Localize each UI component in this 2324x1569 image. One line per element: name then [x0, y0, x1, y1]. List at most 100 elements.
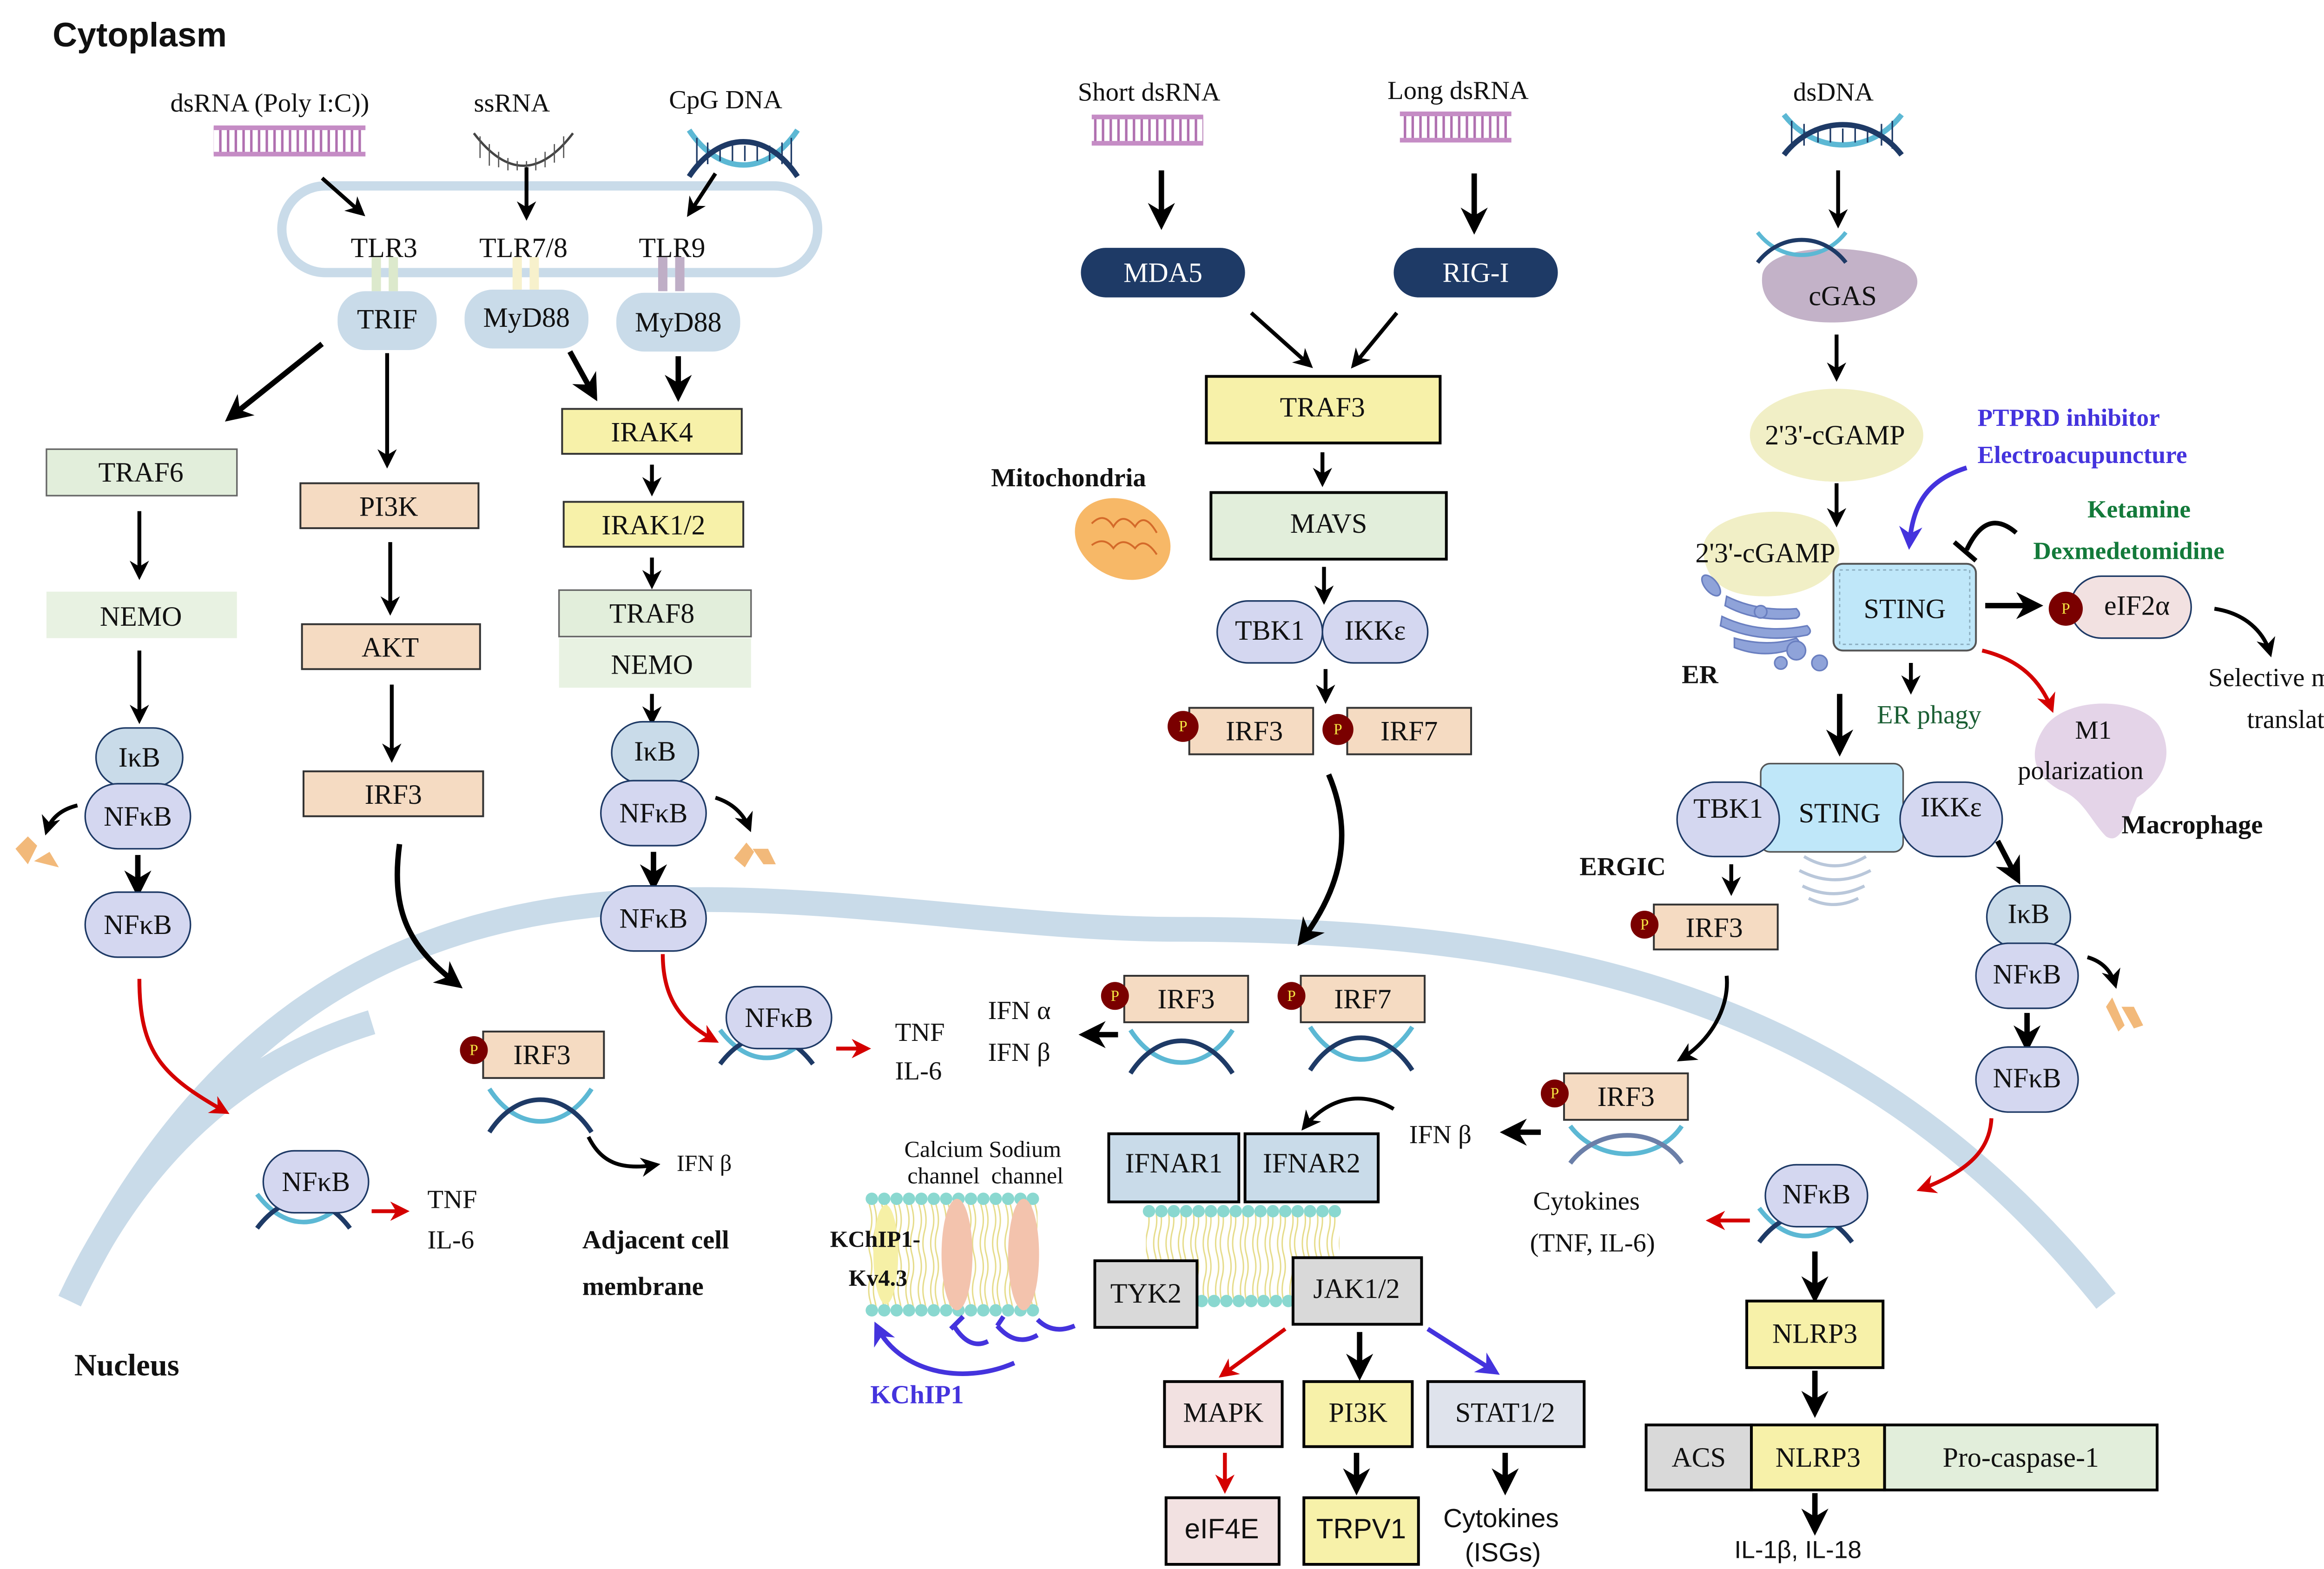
svg-text:TRPV1: TRPV1 — [1316, 1513, 1406, 1544]
cgamp-node-1[interactable]: 2'3'-cGAMP — [1750, 389, 1923, 482]
nfkb-node-2b[interactable]: NFκB — [600, 885, 707, 952]
ergic-label: ERGIC — [1579, 852, 1666, 881]
traf3-node[interactable]: TRAF3 — [1205, 375, 1442, 444]
svg-text:P: P — [469, 1041, 478, 1059]
ikke-node-1[interactable]: IKKε — [1321, 600, 1429, 664]
nfkb-node-3b[interactable]: NFκB — [1975, 1046, 2079, 1113]
ikb-node-1[interactable]: IκB — [95, 727, 184, 788]
dna-icon-nucleus-6 — [1568, 1125, 1684, 1165]
traf6-node[interactable]: TRAF6 — [46, 448, 238, 497]
er-icon — [1701, 574, 1828, 672]
ikb-node-2[interactable]: IκB — [611, 721, 700, 785]
irak12-node[interactable]: IRAK1/2 — [562, 501, 745, 548]
stat12-node[interactable]: STAT1/2 — [1426, 1380, 1586, 1448]
svg-text:IRF7: IRF7 — [1334, 984, 1391, 1014]
nfkb-node-2a[interactable]: NFκB — [600, 780, 707, 847]
nlrp3-node[interactable]: NLRP3 — [1745, 1299, 1885, 1369]
irf3-nucleus-left[interactable]: IRF3 P — [460, 1030, 605, 1079]
irf3-node-ergic[interactable]: IRF3 P — [1631, 903, 1779, 951]
svg-text:NFκB: NFκB — [1783, 1179, 1851, 1210]
svg-text:cGAS: cGAS — [1809, 280, 1877, 311]
activation-arrow — [1899, 465, 1967, 550]
rig-i-node[interactable]: RIG-I — [1393, 248, 1558, 298]
tlr78-label: TLR7/8 — [479, 232, 568, 263]
inflammasome-complex[interactable]: ACS NLRP3 Pro-caspase-1 — [1644, 1423, 2159, 1492]
svg-text:MyD88: MyD88 — [483, 302, 570, 333]
svg-text:IRF3: IRF3 — [365, 779, 422, 810]
irak4-node[interactable]: IRAK4 — [561, 408, 743, 455]
cgas-node[interactable]: cGAS — [1756, 231, 1918, 323]
nfkb-node-3a[interactable]: NFκB — [1975, 942, 2079, 1009]
irf3-nucleus-right[interactable]: IRF3 P — [1540, 1072, 1689, 1121]
pi3k-node-1[interactable]: PI3K — [299, 482, 480, 530]
cgamp-node-2[interactable]: 2'3'-cGAMP — [1695, 511, 1840, 596]
nemo-node-2[interactable]: NEMO — [559, 638, 751, 688]
tlr3-receptor-icon — [371, 257, 398, 291]
irf3-nucleus-mid[interactable]: IRF3 P — [1101, 974, 1249, 1023]
il6-output-left: IL-6 — [428, 1225, 475, 1254]
sting-node[interactable]: STING — [1832, 563, 1977, 652]
svg-text:IRAK1/2: IRAK1/2 — [601, 510, 705, 540]
er-phagy-label: ER phagy — [1877, 701, 1982, 729]
nfkb-node-1a[interactable]: NFκB — [84, 783, 191, 850]
irf7-node-rlr[interactable]: IRF7 P — [1322, 707, 1472, 755]
svg-text:P: P — [1640, 916, 1649, 933]
svg-text:IκB: IκB — [2007, 899, 2049, 929]
nfkb-node-1b[interactable]: NFκB — [84, 891, 191, 958]
svg-text:JAK1/2: JAK1/2 — [1313, 1273, 1400, 1304]
mda5-node[interactable]: MDA5 — [1081, 248, 1245, 298]
ikb-node-3[interactable]: IκB — [1986, 885, 2072, 949]
svg-text:MDA5: MDA5 — [1123, 257, 1202, 288]
irf7-nucleus-mid[interactable]: IRF7 P — [1277, 974, 1426, 1023]
svg-text:P: P — [1179, 718, 1188, 735]
tbk1-node-1[interactable]: TBK1 — [1216, 600, 1323, 664]
svg-text:ACS: ACS — [1671, 1442, 1726, 1473]
inhibition-bar — [1953, 521, 2018, 563]
traf8-node[interactable]: TRAF8 — [558, 589, 752, 637]
myd88-node-2[interactable]: MyD88 — [616, 292, 740, 352]
irf3-node-rlr[interactable]: IRF3 P — [1168, 707, 1314, 755]
svg-text:2'3'-cGAMP: 2'3'-cGAMP — [1765, 420, 1905, 450]
endosome — [277, 181, 823, 278]
jak12-node[interactable]: JAK1/2 — [1291, 1256, 1423, 1326]
kchip-kv43-channel — [873, 1205, 898, 1304]
eif2a-node[interactable]: eIF2α P — [2048, 575, 2192, 639]
nfkb-nucleus-mid[interactable]: NFκB — [725, 986, 832, 1050]
svg-text:TRIF: TRIF — [357, 304, 417, 334]
irf3-node-1[interactable]: IRF3 — [303, 770, 484, 817]
svg-text:NFκB: NFκB — [1993, 1063, 2061, 1093]
nfkb-nucleus-right[interactable]: NFκB — [1764, 1164, 1868, 1228]
trpv1-node[interactable]: TRPV1 — [1302, 1496, 1420, 1566]
m1-label: M1 — [2075, 716, 2112, 745]
svg-text:TRAF8: TRAF8 — [609, 598, 694, 629]
myd88-node-1[interactable]: MyD88 — [464, 290, 589, 349]
eif4e-node[interactable]: eIF4E — [1164, 1496, 1281, 1566]
ifnar1-node[interactable]: IFNAR1 — [1107, 1132, 1241, 1204]
inhibitor-ketamine: Ketamine — [2087, 496, 2191, 523]
nfkb-nucleus-left[interactable]: NFκB — [262, 1150, 370, 1214]
kchip1-inhibition-marks — [949, 1315, 1076, 1346]
svg-text:IKKε: IKKε — [1345, 615, 1406, 646]
mavs-node[interactable]: MAVS — [1209, 491, 1448, 561]
svg-text:STING: STING — [1864, 593, 1946, 624]
tyk2-node[interactable]: TYK2 — [1093, 1259, 1199, 1329]
inhibitor-dexmedetomidine: Dexmedetomidine — [2033, 537, 2225, 565]
tnf-output-mid: TNF — [895, 1018, 945, 1047]
akt-node[interactable]: AKT — [301, 623, 481, 670]
svg-text:NFκB: NFκB — [745, 1002, 813, 1033]
sting-complex-ergic[interactable]: TBK1 STING IKKε — [1676, 762, 2003, 858]
trif-node[interactable]: TRIF — [337, 291, 437, 350]
pi3k-node-2[interactable]: PI3K — [1302, 1380, 1414, 1448]
channel-label-line1: Calcium Sodium — [905, 1136, 1061, 1162]
degraded-ikb-icon-3 — [2106, 997, 2143, 1032]
degraded-ikb-icon-1 — [15, 836, 59, 867]
nemo-node-1[interactable]: NEMO — [46, 591, 237, 638]
ligand-short-dsrna: Short dsRNA — [1078, 78, 1221, 107]
tlr9-label: TLR9 — [639, 232, 705, 263]
mapk-node[interactable]: MAPK — [1163, 1380, 1284, 1448]
short-dsrna-icon — [1091, 114, 1203, 146]
ligand-dsdna: dsDNA — [1793, 78, 1874, 107]
ligand-dsrna-polyic: dsRNA (Poly I:C)) — [170, 89, 369, 118]
ifnar2-node[interactable]: IFNAR2 — [1243, 1132, 1380, 1204]
ssrna-icon — [473, 132, 574, 171]
